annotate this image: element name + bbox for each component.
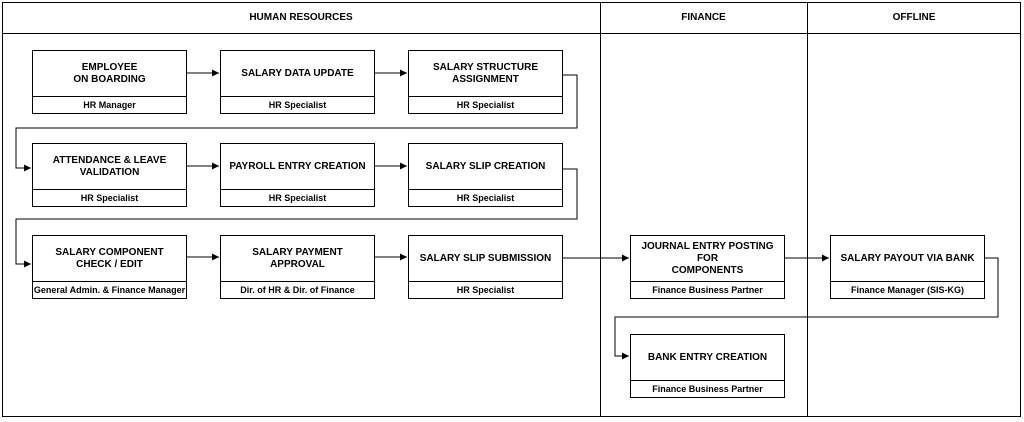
node-title: SALARY PAYMENT APPROVAL bbox=[252, 247, 343, 270]
swimlane-diagram bbox=[2, 2, 1021, 417]
node-role: HR Specialist bbox=[33, 189, 186, 206]
node-employee-onboarding: EMPLOYEE ON BOARDING HR Manager bbox=[32, 50, 187, 114]
node-salary-data-update: SALARY DATA UPDATE HR Specialist bbox=[220, 50, 375, 114]
node-title: SALARY DATA UPDATE bbox=[241, 68, 354, 79]
node-title: SALARY PAYOUT VIA BANK bbox=[840, 253, 975, 264]
node-role: HR Manager bbox=[33, 96, 186, 113]
node-title: ATTENDANCE & LEAVE VALIDATION bbox=[52, 155, 167, 178]
node-role: Finance Business Partner bbox=[631, 281, 784, 298]
lane-divider-finance bbox=[600, 2, 601, 417]
node-role: Dir. of HR & Dir. of Finance bbox=[221, 281, 374, 298]
node-salary-component-check: SALARY COMPONENT CHECK / EDIT General Ad… bbox=[32, 235, 187, 299]
node-role: HR Specialist bbox=[221, 96, 374, 113]
arrow-slip-to-component bbox=[15, 168, 578, 268]
node-role: HR Specialist bbox=[409, 96, 562, 113]
node-title: SALARY SLIP SUBMISSION bbox=[419, 253, 552, 264]
node-salary-slip-submission: SALARY SLIP SUBMISSION HR Specialist bbox=[408, 235, 563, 299]
node-title: SALARY STRUCTURE ASSIGNMENT bbox=[432, 62, 538, 85]
node-title: PAYROLL ENTRY CREATION bbox=[229, 161, 366, 172]
lane-header-divider bbox=[2, 33, 1021, 34]
lane-title-hr: HUMAN RESOURCES bbox=[249, 12, 353, 23]
node-title: JOURNAL ENTRY POSTING FOR COMPONENTS bbox=[641, 241, 774, 276]
arrow-structure-to-attendance bbox=[15, 74, 578, 172]
node-role: HR Specialist bbox=[409, 189, 562, 206]
lane-title-offline: OFFLINE bbox=[892, 12, 936, 23]
node-title: SALARY SLIP CREATION bbox=[425, 161, 546, 172]
node-title: SALARY COMPONENT CHECK / EDIT bbox=[55, 247, 164, 270]
node-payroll-entry-creation: PAYROLL ENTRY CREATION HR Specialist bbox=[220, 143, 375, 207]
node-role: General Admin. & Finance Manager bbox=[33, 281, 186, 298]
node-title: BANK ENTRY CREATION bbox=[647, 352, 768, 363]
node-salary-slip-creation: SALARY SLIP CREATION HR Specialist bbox=[408, 143, 563, 207]
node-salary-payout-via-bank: SALARY PAYOUT VIA BANK Finance Manager (… bbox=[830, 235, 985, 299]
node-salary-structure-assignment: SALARY STRUCTURE ASSIGNMENT HR Specialis… bbox=[408, 50, 563, 114]
node-salary-payment-approval: SALARY PAYMENT APPROVAL Dir. of HR & Dir… bbox=[220, 235, 375, 299]
node-title: EMPLOYEE ON BOARDING bbox=[73, 62, 146, 85]
node-role: Finance Business Partner bbox=[631, 380, 784, 397]
lane-divider-offline bbox=[807, 2, 808, 417]
node-role: Finance Manager (SIS-KG) bbox=[831, 281, 984, 298]
node-bank-entry-creation: BANK ENTRY CREATION Finance Business Par… bbox=[630, 334, 785, 398]
node-journal-entry-posting: JOURNAL ENTRY POSTING FOR COMPONENTS Fin… bbox=[630, 235, 785, 299]
node-role: HR Specialist bbox=[409, 281, 562, 298]
node-attendance-leave-validation: ATTENDANCE & LEAVE VALIDATION HR Special… bbox=[32, 143, 187, 207]
node-role: HR Specialist bbox=[221, 189, 374, 206]
arrow-payout-to-bank-entry bbox=[614, 257, 999, 360]
lane-title-finance: FINANCE bbox=[681, 12, 726, 23]
